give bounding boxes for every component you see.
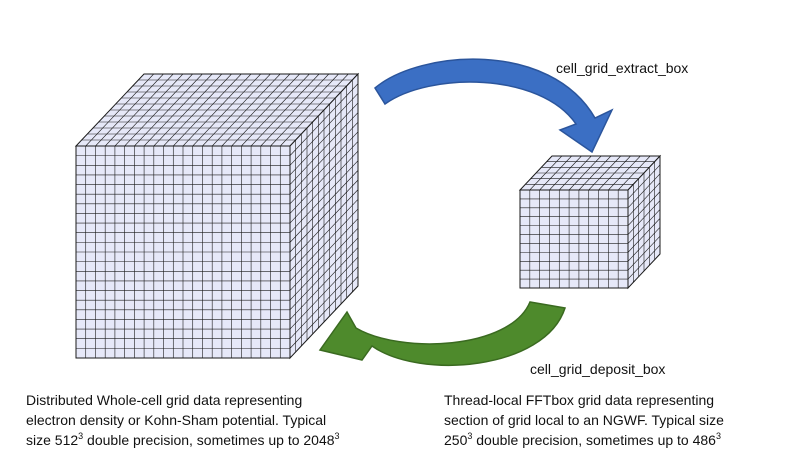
whole-cell-caption-exponent-2: 3: [334, 431, 340, 441]
whole-cell-cube-top-face-grid-lines: [81, 73, 353, 147]
fftbox-cube-side-face-grid-lines: [627, 161, 661, 283]
fftbox-caption-line2: section of grid local to an NGWF. Typica…: [444, 412, 724, 428]
deposit-label: cell_grid_deposit_box: [530, 361, 665, 377]
whole-cell-caption-line3-middle: double precision, sometimes up to 2048: [83, 432, 335, 448]
whole-cell-caption-line2: electron density or Kohn-Sham potential.…: [26, 412, 327, 428]
fftbox-cube-front-face-grid-lines: [520, 190, 628, 288]
whole-cell-cube-front-face-grid-lines: [76, 146, 290, 358]
whole-cell-grid-cube: [74, 72, 360, 360]
whole-cell-caption: Distributed Whole-cell grid data represe…: [26, 390, 406, 450]
fftbox-cube-front-face: [519, 189, 629, 289]
extract-arrow: [374, 58, 614, 154]
fftbox-caption-line3-prefix: 250: [444, 432, 468, 448]
whole-cell-cube-side-face-grid-lines: [289, 80, 359, 352]
fftbox-caption: Thread-local FFTbox grid data representi…: [444, 390, 784, 450]
fftbox-caption-exponent-2: 3: [715, 431, 721, 441]
fftbox-caption-line1: Thread-local FFTbox grid data representi…: [444, 392, 715, 408]
extract-label: cell_grid_extract_box: [556, 60, 688, 76]
fftbox-caption-exponent-1: 3: [467, 431, 473, 441]
whole-cell-caption-exponent-1: 3: [78, 431, 84, 441]
deposit-arrow: [318, 301, 566, 367]
whole-cell-caption-line3-prefix: size 512: [26, 432, 79, 448]
fftbox-cube-top-face-grid-lines: [525, 155, 655, 191]
whole-cell-caption-line1: Distributed Whole-cell grid data represe…: [26, 392, 303, 408]
fftbox-caption-line3-middle: double precision, sometimes up to 486: [472, 432, 716, 448]
fftbox-grid-cube: [518, 154, 662, 290]
